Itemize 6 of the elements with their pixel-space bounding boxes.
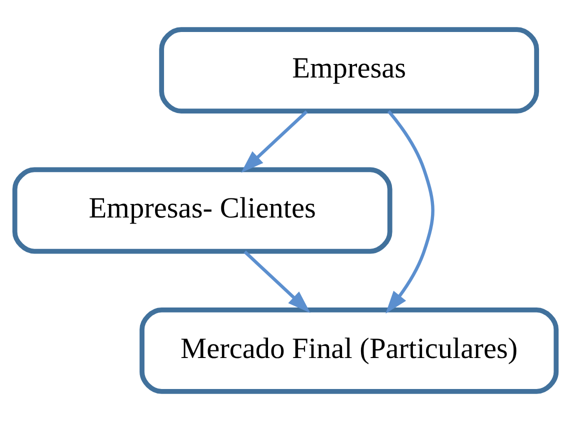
node-box: Empresas- Clientes [12,167,392,254]
node-box: Empresas [159,27,540,114]
arrow [386,110,434,314]
arrow [241,110,308,173]
arrow [244,250,310,313]
node-box: Mercado Final (Particulares) [140,308,559,394]
